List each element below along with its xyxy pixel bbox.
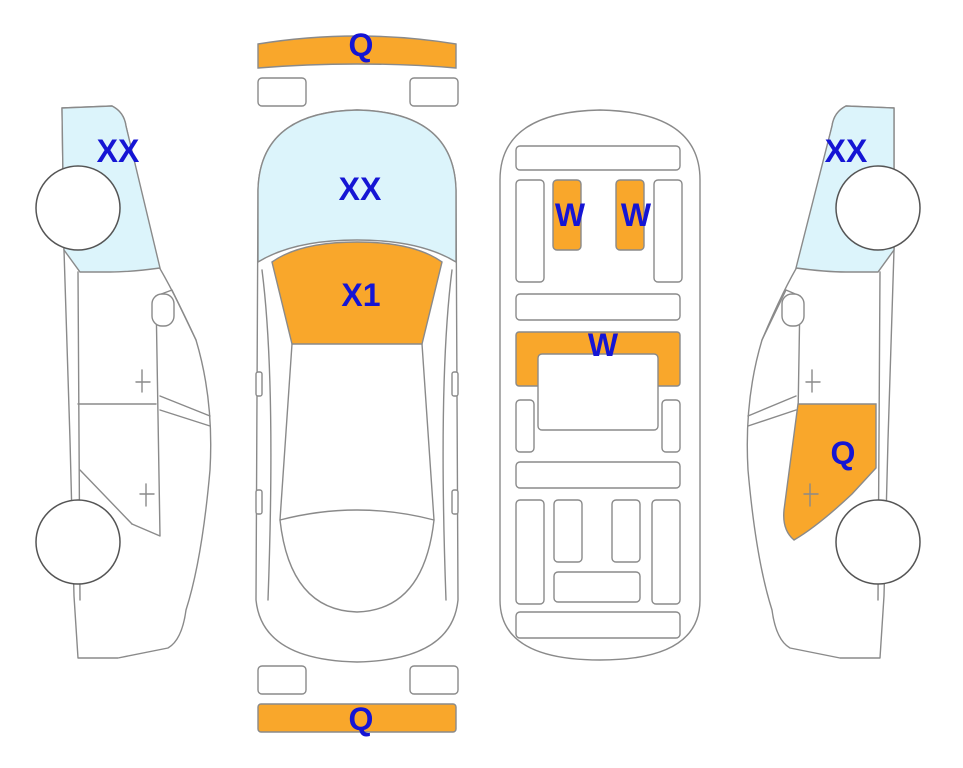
console-panel [537, 353, 659, 431]
left-glass-label: XX [97, 133, 140, 169]
seat-right-panel [615, 179, 645, 251]
right-mirror [781, 293, 805, 327]
left-mirror-line-2 [159, 409, 211, 427]
front-right-door-panel [653, 179, 683, 283]
roof-outline [279, 343, 435, 521]
front-bumper-panel [257, 35, 457, 69]
seat-left-label: W [555, 197, 586, 233]
rear-seat-right-inner [611, 499, 641, 563]
right-mirror-line [747, 395, 797, 417]
right-rear-wheel [835, 499, 921, 585]
trunk-strip [515, 611, 681, 639]
seat-right-label: W [621, 197, 652, 233]
front-bumper-label: Q [349, 27, 374, 63]
rear-seat-left-inner [553, 499, 583, 563]
interior-view [499, 109, 701, 661]
rear-seat-left-outer [515, 499, 545, 605]
right-handle-rear [803, 483, 819, 507]
left-handle-rear [139, 483, 155, 507]
right-door-label: Q [831, 435, 856, 471]
front-left-door-panel [515, 179, 545, 283]
rear-window-outline [279, 519, 435, 613]
rear-left-light [257, 665, 307, 695]
rear-right-light [409, 665, 459, 695]
rear-left-door-panel [515, 399, 535, 453]
right-side-line [442, 269, 453, 601]
left-rear-door-line [79, 469, 133, 525]
rear-right-door-panel [661, 399, 681, 453]
windshield-label: XX [339, 171, 382, 207]
windshield-glass [257, 109, 457, 264]
right-mirror-line-2 [747, 409, 797, 427]
left-handle-top [255, 489, 263, 515]
hood-panel [271, 241, 443, 345]
hood-label: X1 [341, 277, 380, 313]
left-mirror [151, 293, 175, 327]
right-mirror-top [451, 371, 459, 397]
seat-left-panel [552, 179, 582, 251]
rear-bumper-panel [257, 703, 457, 733]
right-handle-front [805, 369, 821, 393]
left-side-line [261, 269, 272, 601]
center-strip-2 [515, 461, 681, 489]
left-rear-wheel [35, 499, 121, 585]
right-door-panel [783, 403, 877, 541]
left-mirror-line [159, 395, 211, 417]
top-view [255, 35, 459, 733]
left-side-view [35, 105, 212, 659]
rear-seat-right-outer [651, 499, 681, 605]
left-handle-front [135, 369, 151, 393]
center-strip-1 [515, 293, 681, 321]
right-side-view [746, 105, 921, 659]
rear-seat-bench [553, 571, 641, 603]
right-front-wheel [835, 165, 921, 251]
rear-bumper-label: Q [349, 701, 374, 737]
right-handle-top [451, 489, 459, 515]
left-front-wheel [35, 165, 121, 251]
left-mirror-top [255, 371, 263, 397]
interior-middle-label: W [588, 327, 619, 363]
front-right-light [409, 77, 459, 107]
interior-body-outline [499, 109, 701, 661]
left-pillar-line [131, 295, 161, 537]
dashboard [515, 145, 681, 171]
right-glass-label: XX [825, 133, 868, 169]
front-left-light [257, 77, 307, 107]
